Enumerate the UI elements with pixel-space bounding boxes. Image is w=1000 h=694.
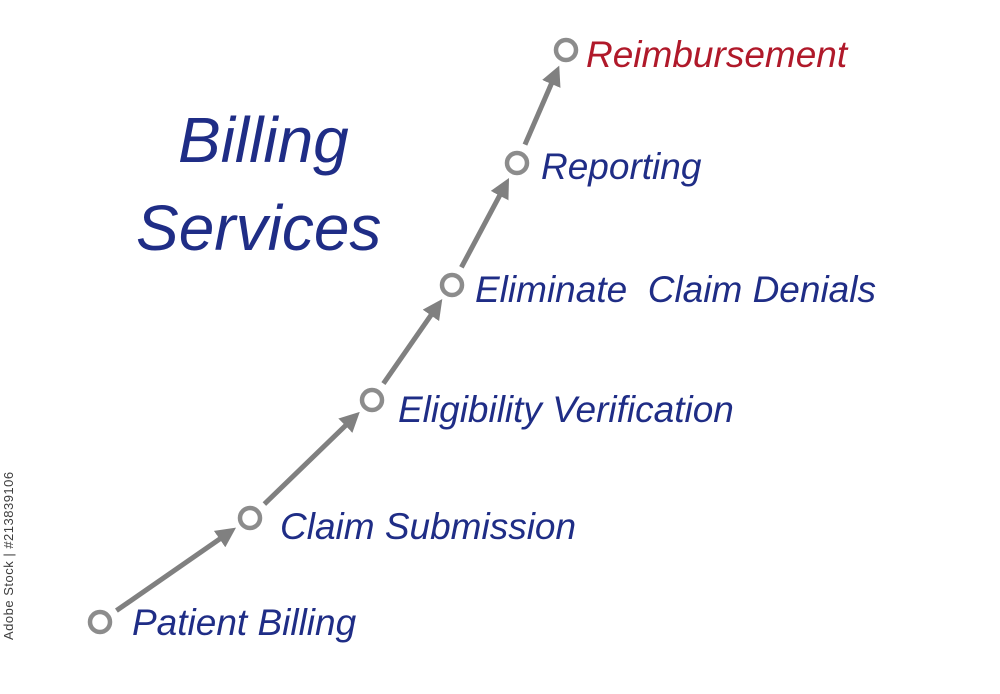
node-claim-submission: [237, 505, 263, 531]
node-eligibility-verification: [359, 387, 385, 413]
step-label-reimbursement: Reimbursement: [586, 34, 848, 75]
step-label-eligibility-verification: Eligibility Verification: [398, 389, 734, 430]
arrow-eliminate-claim-denials-to-reporting: [459, 178, 510, 269]
title-billing: Billing: [178, 104, 349, 176]
step-label-eliminate-claim-denials: Eliminate Claim Denials: [475, 269, 876, 310]
step-label-claim-submission: Claim Submission: [280, 506, 577, 547]
node-eliminate-claim-denials: [439, 272, 465, 298]
side-caption: Adobe Stock | #213839106: [1, 471, 16, 640]
step-label-patient-billing: Patient Billing: [132, 602, 357, 643]
arrow-claim-submission-to-eligibility-verification: [262, 411, 360, 506]
arrow-reporting-to-reimbursement: [522, 65, 561, 146]
arrow-patient-billing-to-claim-submission: [115, 527, 237, 613]
node-patient-billing: [87, 609, 113, 635]
arrow-eligibility-verification-to-eliminate-claim-denials: [381, 298, 443, 386]
node-reimbursement: [553, 37, 579, 63]
title-services: Services: [136, 192, 382, 264]
node-reporting: [504, 150, 530, 176]
step-label-reporting: Reporting: [541, 146, 702, 187]
